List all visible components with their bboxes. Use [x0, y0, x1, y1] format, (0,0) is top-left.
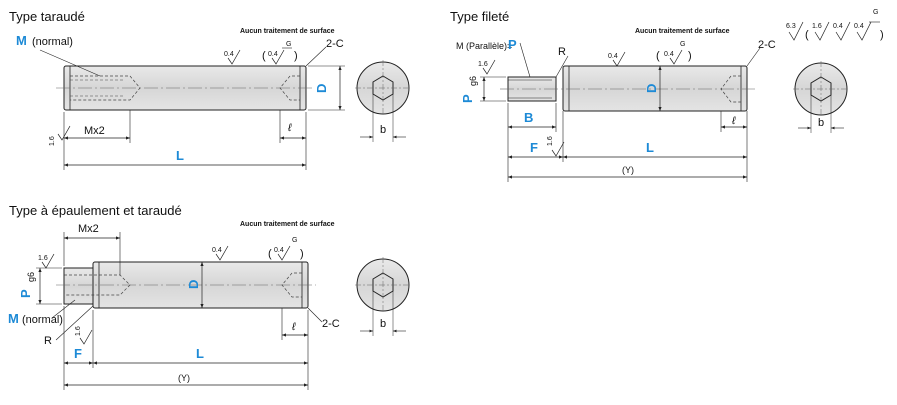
threaded-L-label: L: [646, 140, 654, 155]
shoulder-R: R: [44, 335, 52, 347]
threaded-pg6: g6: [468, 76, 478, 86]
shoulder-rough-16-a: 1.6: [38, 255, 48, 262]
tapped-pin-drawing: [39, 46, 411, 170]
threaded-F-label: F: [530, 140, 538, 155]
tapped-paren-open: (: [262, 50, 266, 62]
tapped-L-label: L: [176, 148, 184, 163]
shoulder-note: Aucun traitement de surface: [240, 221, 335, 228]
threaded-rough-16: 1.6: [478, 61, 488, 68]
shoulder-m-normal: (normal): [22, 314, 63, 326]
tapped-D-label: D: [314, 84, 329, 93]
threaded-paren-open: (: [656, 50, 660, 62]
threaded-header-rough-2: 0.4: [833, 23, 843, 30]
title-shoulder-tapped: Type à épaulement et taraudé: [9, 203, 182, 218]
shoulder-mx2-label: Mx2: [78, 223, 99, 235]
threaded-g: G: [680, 41, 685, 48]
threaded-header-g: G: [873, 9, 878, 16]
tapped-g: G: [286, 41, 291, 48]
threaded-header-paren-close: ): [880, 29, 884, 41]
shoulder-b-label: b: [380, 318, 386, 330]
threaded-R: R: [558, 46, 566, 58]
tapped-note: Aucun traitement de surface: [240, 28, 335, 35]
threaded-l-label: ℓ: [731, 115, 736, 127]
tapped-mx2-label: Mx2: [84, 125, 105, 137]
threaded-shaft: [562, 65, 748, 112]
tapped-chamfer: 2-C: [326, 38, 344, 50]
tapped-rough-04-b: 0.4: [268, 51, 278, 58]
shoulder-D-label: D: [186, 280, 201, 289]
threaded-pin-drawing: [480, 21, 880, 182]
tapped-b-label: b: [380, 124, 386, 136]
shoulder-rough-04-b: 0.4: [274, 247, 284, 254]
title-threaded: Type fileté: [450, 9, 510, 24]
tapped-m-label: M: [16, 33, 27, 48]
shoulder-m-label: M: [8, 311, 19, 326]
tapped-rough-04-a: 0.4: [224, 51, 234, 58]
title-tapped: Type taraudé: [9, 9, 85, 24]
shoulder-rough-16-b: 1.6: [75, 326, 82, 336]
threaded-header-rough-3: 0.4: [854, 23, 864, 30]
threaded-chamfer: 2-C: [758, 39, 776, 51]
tapped-rough-16: 1.6: [49, 136, 56, 146]
shoulder-g: G: [292, 237, 297, 244]
threaded-header-rough-1: 1.6: [812, 23, 822, 30]
shoulder-rough-04-a: 0.4: [212, 247, 222, 254]
tapped-m-normal: (normal): [32, 36, 73, 48]
threaded-rough-04-b: 0.4: [664, 51, 674, 58]
threaded-Y-label: (Y): [622, 165, 634, 175]
shoulder-chamfer: 2-C: [322, 318, 340, 330]
threaded-p-inline: P: [508, 37, 517, 52]
shoulder-tapped-pin-drawing: [36, 232, 411, 390]
shoulder-paren-close: ): [300, 248, 304, 260]
tapped-l-label: ℓ: [287, 122, 292, 134]
tapped-paren-close: ): [294, 50, 298, 62]
shoulder-shank: [63, 267, 94, 305]
threaded-b-label: b: [818, 117, 824, 129]
threaded-rough-16-b: 1.6: [547, 136, 554, 146]
shoulder-l-label: ℓ: [291, 321, 296, 333]
threaded-header-rough-0: 6.3: [786, 23, 796, 30]
threaded-note: Aucun traitement de surface: [635, 28, 730, 35]
shoulder-p-dim: P: [18, 289, 33, 298]
shoulder-pg6: g6: [26, 272, 36, 282]
threaded-m-parallel: M (Parallèle)=: [456, 41, 512, 51]
shoulder-paren-open: (: [268, 248, 272, 260]
threaded-header-paren-open: (: [805, 29, 809, 41]
threaded-p-dim: P: [460, 94, 475, 103]
threaded-D-label: D: [644, 84, 659, 93]
threaded-B-label: B: [524, 110, 533, 125]
shoulder-Y-label: (Y): [178, 373, 190, 383]
threaded-paren-close: ): [688, 50, 692, 62]
shoulder-F-label: F: [74, 346, 82, 361]
shoulder-L-label: L: [196, 346, 204, 361]
threaded-rough-04-a: 0.4: [608, 53, 618, 60]
